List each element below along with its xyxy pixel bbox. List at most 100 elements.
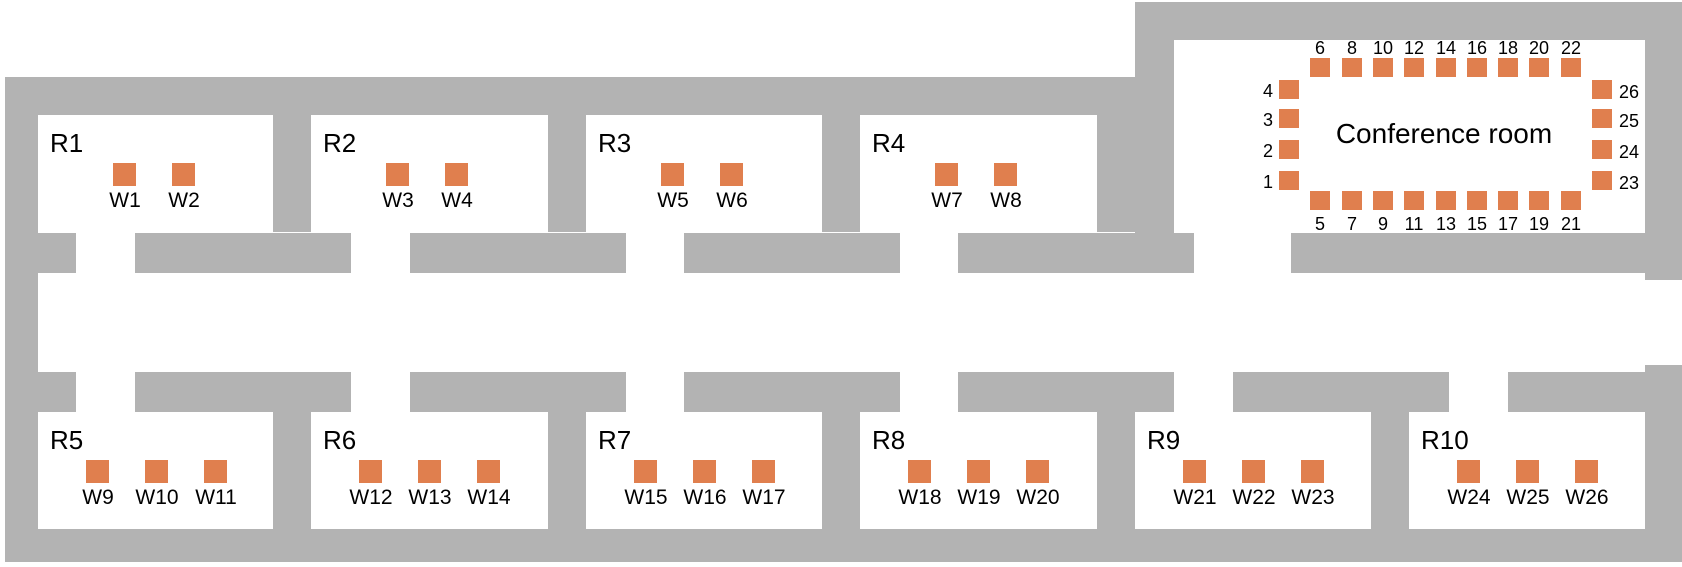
seat-label: 26 — [1619, 82, 1639, 102]
corridor-wall-top — [410, 233, 626, 273]
workstation-icon — [720, 163, 743, 186]
corridor-wall-top — [684, 233, 900, 273]
conference-wall-left — [1135, 2, 1174, 235]
seat-label: 2 — [1263, 141, 1273, 161]
seat-icon — [1436, 191, 1456, 210]
workstation-icon — [145, 460, 168, 483]
workstation-label: W19 — [957, 486, 1000, 509]
seat-label: 5 — [1315, 214, 1325, 234]
workstation-icon — [908, 460, 931, 483]
workstation-label: W9 — [82, 486, 114, 509]
workstation-icon — [359, 460, 382, 483]
workstation-label: W6 — [716, 189, 748, 212]
seat-label: 7 — [1347, 214, 1357, 234]
seat-label: 9 — [1378, 214, 1388, 234]
workstation-icon — [445, 163, 468, 186]
seat-label: 23 — [1619, 173, 1639, 193]
seat-icon — [1467, 58, 1487, 77]
seat-icon — [1373, 191, 1393, 210]
corridor-wall-top — [135, 233, 351, 273]
seat-icon — [1404, 191, 1424, 210]
workstation-icon — [1575, 460, 1598, 483]
workstation-icon — [693, 460, 716, 483]
workstation-icon — [661, 163, 684, 186]
seat-icon — [1279, 109, 1299, 128]
seat-label: 1 — [1263, 172, 1273, 192]
room-label: R6 — [323, 425, 356, 455]
workstation-icon — [477, 460, 500, 483]
workstation-icon — [204, 460, 227, 483]
corridor-wall-bottom — [135, 372, 351, 412]
seat-label: 18 — [1498, 38, 1518, 58]
seat-label: 14 — [1436, 38, 1456, 58]
seat-label: 11 — [1405, 214, 1424, 234]
room-label: R9 — [1147, 425, 1180, 455]
wall-segment — [1097, 77, 1135, 232]
workstation-icon — [1242, 460, 1265, 483]
seat-icon — [1592, 140, 1612, 159]
seat-icon — [1498, 191, 1518, 210]
workstation-label: W2 — [168, 189, 200, 212]
seat-icon — [1498, 58, 1518, 77]
seat-label: 24 — [1619, 142, 1639, 162]
workstation-label: W15 — [624, 486, 667, 509]
workstation-label: W1 — [109, 189, 141, 212]
partition-r6-r7 — [548, 412, 586, 529]
workstation-label: W4 — [441, 189, 473, 212]
seat-label: 17 — [1498, 214, 1518, 234]
corridor-wall-bottom — [1233, 372, 1449, 412]
outer-wall-bottom — [5, 529, 1682, 562]
conference-wall-top — [1135, 2, 1682, 40]
workstation-label: W10 — [135, 486, 178, 509]
seat-icon — [1529, 191, 1549, 210]
room-label: R5 — [50, 425, 83, 455]
seat-icon — [1342, 191, 1362, 210]
seat-label: 16 — [1467, 38, 1487, 58]
workstation-label: W23 — [1291, 486, 1334, 509]
workstation-label: W18 — [898, 486, 941, 509]
workstation-label: W8 — [990, 189, 1022, 212]
partition-r7-r8 — [822, 412, 860, 529]
workstation-label: W20 — [1016, 486, 1059, 509]
workstation-label: W7 — [931, 189, 963, 212]
workstation-icon — [752, 460, 775, 483]
seat-icon — [1279, 171, 1299, 190]
outer-wall-left — [5, 77, 38, 562]
seat-icon — [1342, 58, 1362, 77]
workstation-icon — [1516, 460, 1539, 483]
room-label: R1 — [50, 128, 83, 158]
seat-label: 6 — [1315, 38, 1325, 58]
room-label: R3 — [598, 128, 631, 158]
seat-label: 21 — [1561, 214, 1581, 234]
workstation-icon — [113, 163, 136, 186]
seat-icon — [1279, 80, 1299, 99]
workstation-label: W14 — [467, 486, 511, 509]
workstation-label: W5 — [657, 189, 689, 212]
corridor-wall-bottom — [410, 372, 626, 412]
workstation-label: W3 — [382, 189, 414, 212]
room-label: R4 — [872, 128, 905, 158]
room-label: R2 — [323, 128, 356, 158]
workstation-label: W16 — [683, 486, 726, 509]
walls — [5, 2, 1682, 562]
partition-r1-r2 — [273, 115, 311, 232]
seat-label: 10 — [1373, 38, 1393, 58]
conference-wall-right — [1645, 2, 1682, 280]
seat-label: 20 — [1529, 38, 1549, 58]
seat-icon — [1373, 58, 1393, 77]
outer-wall-right-lower — [1645, 365, 1682, 562]
workstation-icon — [634, 460, 657, 483]
seat-label: 22 — [1561, 38, 1581, 58]
room-label: R10 — [1421, 425, 1469, 455]
corridor-wall-top — [958, 233, 1194, 273]
seat-icon — [1310, 58, 1330, 77]
